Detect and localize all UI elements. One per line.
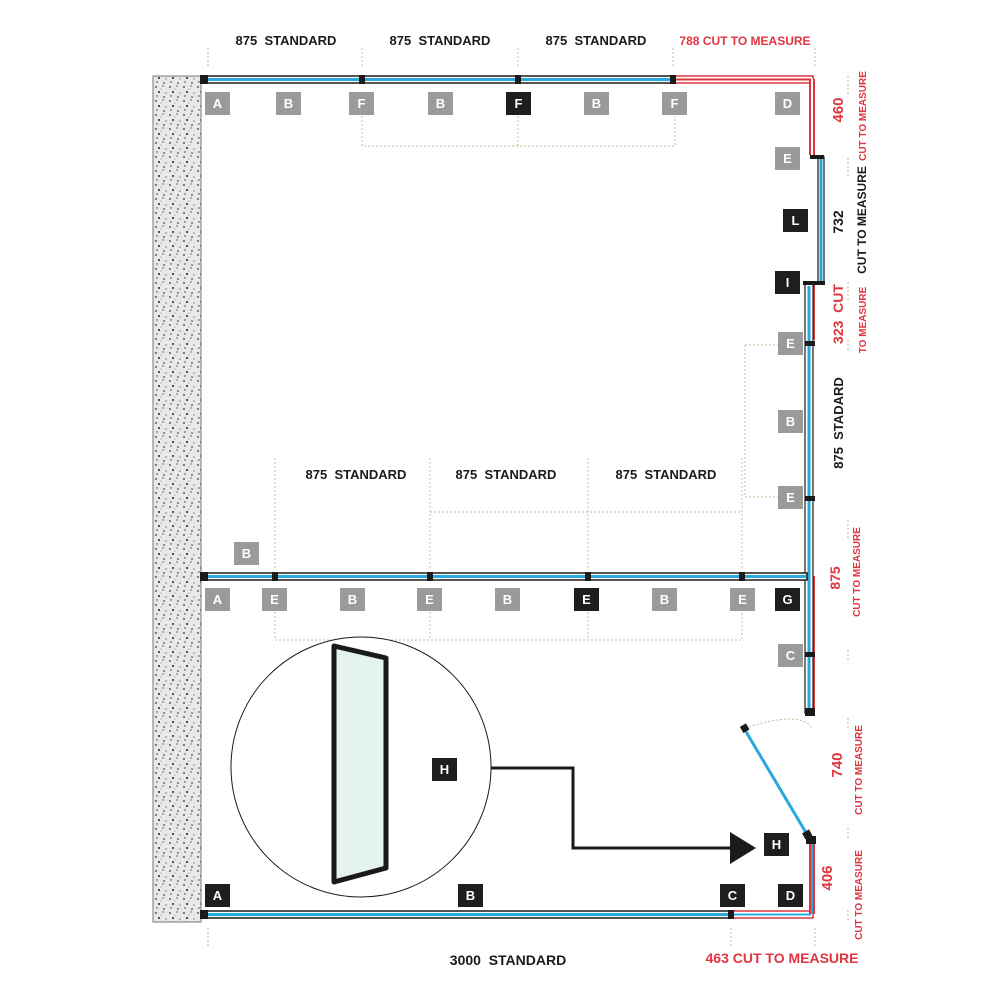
svg-text:B: B — [786, 414, 795, 429]
top-dim-2: 875 STANDARD — [390, 33, 491, 48]
right-dim-732: 732 — [830, 210, 846, 234]
svg-text:B: B — [660, 592, 669, 607]
label-bottom-b: B — [458, 884, 483, 907]
right-dim-406: 406 — [819, 865, 836, 890]
svg-text:C: C — [728, 888, 738, 903]
svg-text:F: F — [671, 96, 679, 111]
svg-text:B: B — [503, 592, 512, 607]
right-dim-323: 323 CUT — [830, 284, 846, 344]
label-top-f3: F — [662, 92, 687, 115]
label-top-f2: F — [506, 92, 531, 115]
svg-text:F: F — [358, 96, 366, 111]
guide-lines — [207, 48, 849, 948]
label-top-a: A — [205, 92, 230, 115]
top-dim-4: 788 CUT TO MEASURE — [679, 34, 810, 48]
svg-text:C: C — [786, 648, 796, 663]
right-dim-460-cut: CUT TO MEASURE — [858, 71, 869, 161]
label-top-b3: B — [584, 92, 609, 115]
svg-text:A: A — [213, 888, 223, 903]
label-right-i: I — [775, 271, 800, 294]
label-top-b2: B — [428, 92, 453, 115]
svg-text:E: E — [786, 336, 795, 351]
label-right-e3: E — [778, 486, 803, 509]
label-mid-b-above: B — [234, 542, 259, 565]
label-right-c: C — [778, 644, 803, 667]
bottom-dim-cut: 463 CUT TO MEASURE — [706, 950, 859, 966]
right-dim-740: 740 — [829, 752, 846, 777]
right-dim-460: 460 — [830, 97, 847, 122]
right-dim-875-cut-text: CUT TO MEASURE — [852, 527, 863, 617]
right-dim-732-cut: CUT TO MEASURE — [855, 166, 869, 274]
svg-text:E: E — [270, 592, 279, 607]
svg-text:F: F — [515, 96, 523, 111]
svg-text:A: A — [213, 96, 223, 111]
svg-text:B: B — [436, 96, 445, 111]
svg-text:G: G — [782, 592, 792, 607]
right-dim-740-cut: CUT TO MEASURE — [854, 725, 865, 815]
label-mid-e1: E — [262, 588, 287, 611]
svg-text:E: E — [582, 592, 591, 607]
bottom-dim-standard: 3000 STANDARD — [450, 952, 566, 968]
label-top-d: D — [775, 92, 800, 115]
svg-text:B: B — [466, 888, 475, 903]
swing-door — [739, 718, 813, 840]
label-right-b: B — [778, 410, 803, 433]
label-right-l: L — [783, 209, 808, 232]
top-glass-run — [200, 75, 814, 84]
mid-dim-1: 875 STANDARD — [306, 467, 407, 482]
right-dim-875-standard: 875 STADARD — [831, 377, 846, 469]
label-boxes: A B F B F B F D E L I E B E B A E B E B … — [205, 92, 808, 907]
label-mid-e2: E — [417, 588, 442, 611]
label-mid-e3: E — [574, 588, 599, 611]
top-dim-1: 875 STANDARD — [236, 33, 337, 48]
label-bottom-c: C — [720, 884, 745, 907]
svg-text:E: E — [783, 151, 792, 166]
svg-text:B: B — [592, 96, 601, 111]
svg-text:B: B — [348, 592, 357, 607]
svg-text:H: H — [772, 837, 781, 852]
svg-text:I: I — [786, 275, 790, 290]
bottom-glass-run — [200, 836, 816, 919]
svg-text:D: D — [783, 96, 792, 111]
label-top-b1: B — [276, 92, 301, 115]
concrete-wall — [152, 75, 202, 923]
pointer-arrow — [491, 766, 756, 864]
label-mid-b1: B — [340, 588, 365, 611]
label-mid-b3: B — [652, 588, 677, 611]
right-glass-run — [803, 155, 825, 716]
svg-text:H: H — [440, 762, 449, 777]
svg-text:A: A — [213, 592, 223, 607]
svg-text:B: B — [284, 96, 293, 111]
label-mid-g: G — [775, 588, 800, 611]
mid-dim-3: 875 STANDARD — [616, 467, 717, 482]
svg-text:E: E — [786, 490, 795, 505]
right-dim-406-cut: CUT TO MEASURE — [854, 850, 865, 940]
label-mid-a: A — [205, 588, 230, 611]
mid-dim-2: 875 STANDARD — [456, 467, 557, 482]
label-mid-e4: E — [730, 588, 755, 611]
middle-glass-run — [200, 572, 808, 581]
label-right-e2: E — [778, 332, 803, 355]
top-dim-3: 875 STANDARD — [546, 33, 647, 48]
svg-text:E: E — [425, 592, 434, 607]
label-bottom-a: A — [205, 884, 230, 907]
right-dim-875-cut: 875 — [827, 566, 843, 590]
label-top-f1: F — [349, 92, 374, 115]
label-right-e1: E — [775, 147, 800, 170]
svg-text:L: L — [792, 213, 800, 228]
label-arrow-h: H — [764, 833, 789, 856]
svg-text:D: D — [786, 888, 795, 903]
label-zoom-h: H — [432, 758, 457, 781]
label-mid-b2: B — [495, 588, 520, 611]
zoom-detail — [230, 636, 492, 898]
label-bottom-d: D — [778, 884, 803, 907]
svg-text:E: E — [738, 592, 747, 607]
svg-text:B: B — [242, 546, 251, 561]
right-dim-323-cut: TO MEASURE — [858, 286, 869, 353]
